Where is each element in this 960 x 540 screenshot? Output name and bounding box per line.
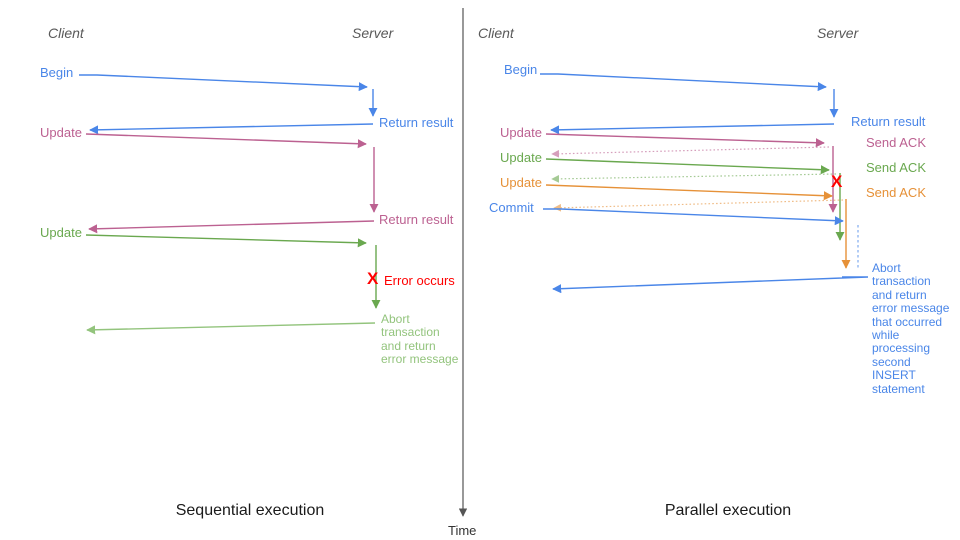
par-commit-and-abort <box>543 208 869 294</box>
par-begin-exchange <box>540 73 839 135</box>
seq-update2-exchange <box>85 234 381 335</box>
seq-return-result-2-label: Return result <box>379 212 454 227</box>
par-commit-label: Commit <box>489 200 534 215</box>
par-client-header: Client <box>478 25 514 41</box>
par-update1-exchange <box>545 133 838 213</box>
seq-update-1-label: Update <box>40 125 82 140</box>
seq-panel-title: Sequential execution <box>175 502 325 519</box>
par-abort-message: Abort transaction and return error messa… <box>872 261 950 396</box>
par-update3-exchange <box>545 184 851 269</box>
seq-client-header: Client <box>48 25 84 41</box>
par-panel-title: Parallel execution <box>664 502 792 519</box>
seq-error-occurs-label: Error occurs <box>384 273 455 288</box>
seq-abort-message: Abort transaction and return error messa… <box>381 312 459 367</box>
par-return-result-label: Return result <box>851 114 926 129</box>
seq-update1-exchange <box>85 133 379 234</box>
seq-return-result-1-label: Return result <box>379 115 454 130</box>
par-update-1-label: Update <box>500 125 542 140</box>
seq-update-2-label: Update <box>40 225 82 240</box>
par-send-ack-2-label: Send ACK <box>866 160 926 175</box>
par-update-2-label: Update <box>500 150 542 165</box>
seq-server-header: Server <box>352 25 394 41</box>
par-update2-exchange <box>545 158 845 241</box>
par-server-header: Server <box>817 25 859 41</box>
par-begin-label: Begin <box>504 62 538 77</box>
seq-begin-label: Begin <box>40 65 74 80</box>
par-send-ack-3-label: Send ACK <box>866 185 926 200</box>
time-axis-label: Time <box>448 523 477 538</box>
par-error-x-icon: X <box>831 172 843 191</box>
par-update-3-label: Update <box>500 175 542 190</box>
par-send-ack-1-label: Send ACK <box>866 135 926 150</box>
seq-begin-exchange <box>79 74 378 135</box>
seq-error-x-icon: X <box>367 269 379 288</box>
